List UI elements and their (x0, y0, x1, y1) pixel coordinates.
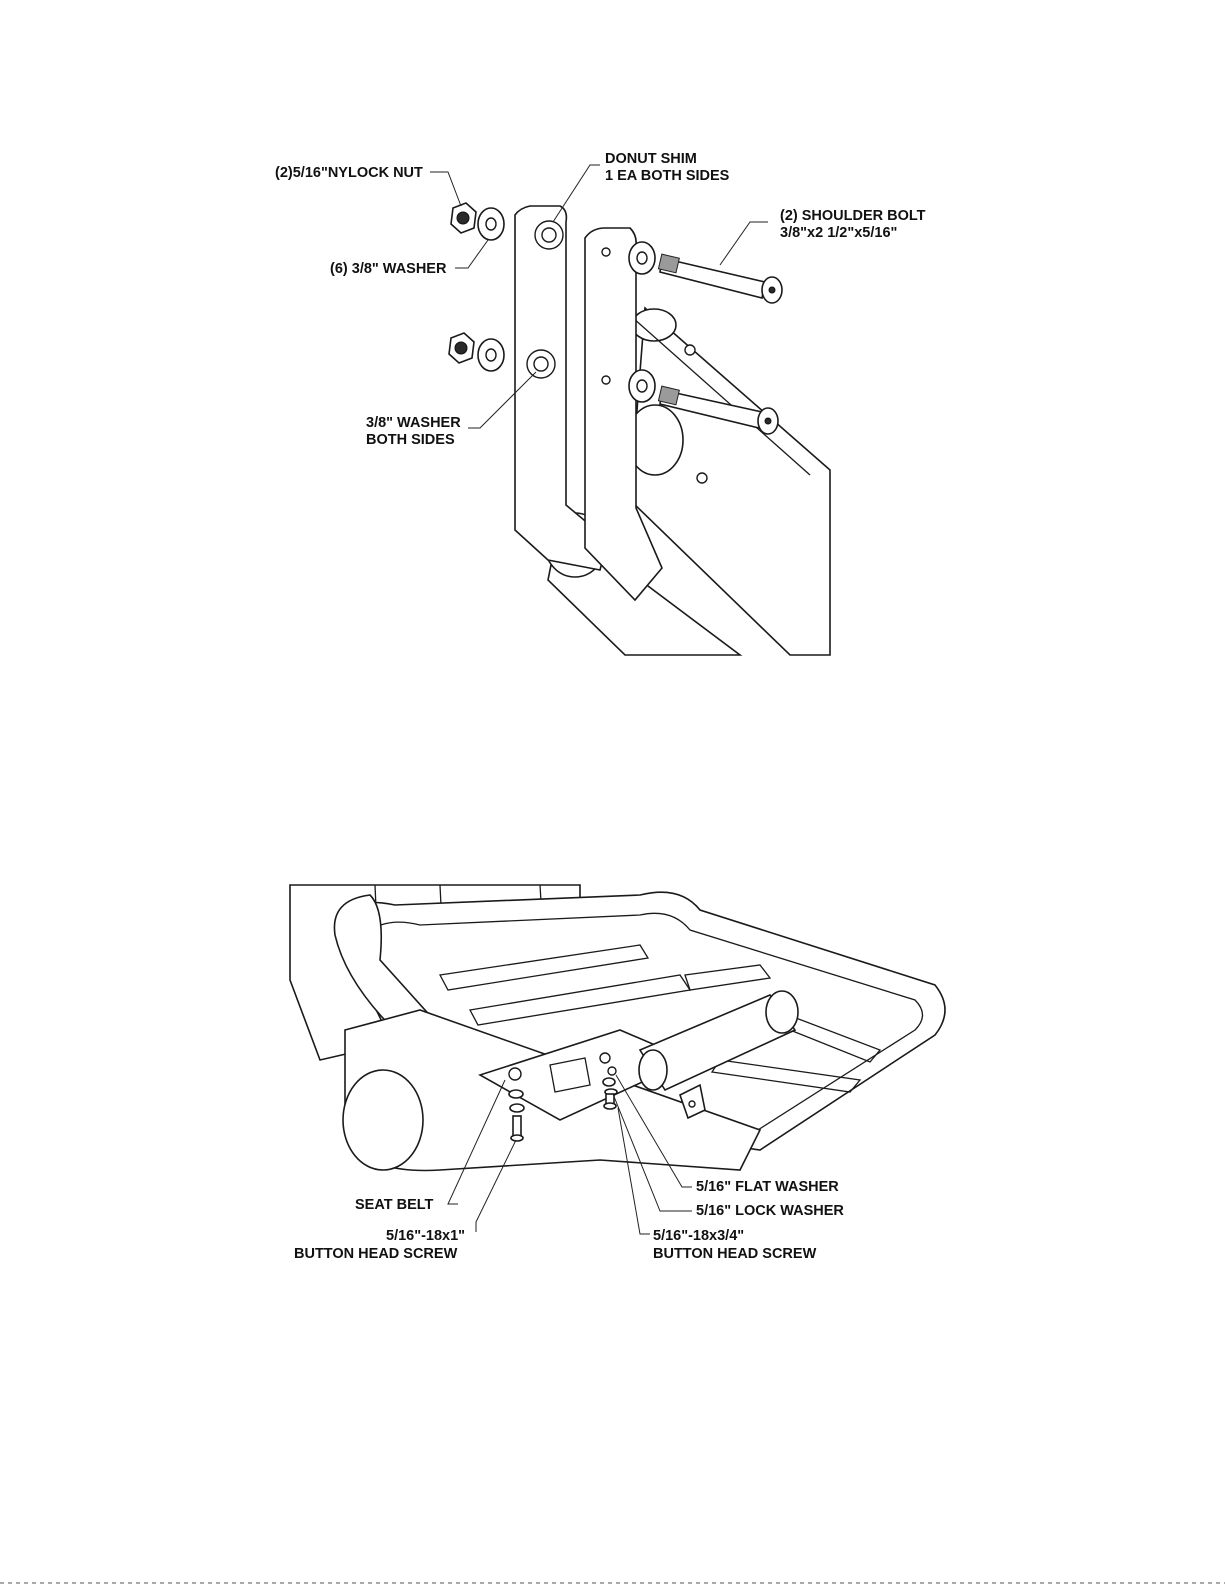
label-washer-both-sides: BOTH SIDES (366, 432, 455, 448)
label-lock-washer: 5/16" LOCK WASHER (696, 1203, 844, 1219)
label-screw-short-size: 5/16"-18x3/4" (653, 1228, 744, 1244)
seat-underside-figure: 5/16" FLAT WASHER 5/16" LOCK WASHER SEAT… (290, 885, 945, 1262)
label-screw-long-size: 5/16"-18x1" (386, 1228, 465, 1244)
leader-nylock-nut (430, 172, 461, 206)
washer-bottom-right (629, 370, 655, 402)
label-washer-both: 3/8" WASHER (366, 415, 461, 431)
label-nylock-nut: (2)5/16"NYLOCK NUT (275, 165, 423, 181)
leader-shoulder-bolt (720, 222, 768, 265)
label-donut-shim: DONUT SHIM (605, 151, 697, 167)
screw-short (603, 1078, 617, 1109)
shoulder-bolt-top (658, 254, 782, 303)
washer-top-left (478, 208, 504, 240)
label-seat-belt: SEAT BELT (355, 1197, 434, 1213)
label-donut-shim-qty: 1 EA BOTH SIDES (605, 168, 730, 184)
label-shoulder-bolt-size: 3/8"x2 1/2"x5/16" (780, 225, 897, 241)
label-shoulder-bolt: (2) SHOULDER BOLT (780, 208, 926, 224)
nylock-nut-top (451, 203, 476, 233)
label-screw-long-type: BUTTON HEAD SCREW (294, 1246, 458, 1262)
washer-top-right (629, 242, 655, 274)
nylock-nut-bottom (449, 333, 474, 363)
leader-washer-qty (455, 240, 488, 268)
bracket-assembly-figure: (2)5/16"NYLOCK NUT DONUT SHIM 1 EA BOTH … (275, 151, 926, 655)
washer-bottom-left (478, 339, 504, 371)
label-washer-qty: (6) 3/8" WASHER (330, 261, 447, 277)
label-screw-short-type: BUTTON HEAD SCREW (653, 1246, 817, 1262)
label-flat-washer: 5/16" FLAT WASHER (696, 1179, 839, 1195)
